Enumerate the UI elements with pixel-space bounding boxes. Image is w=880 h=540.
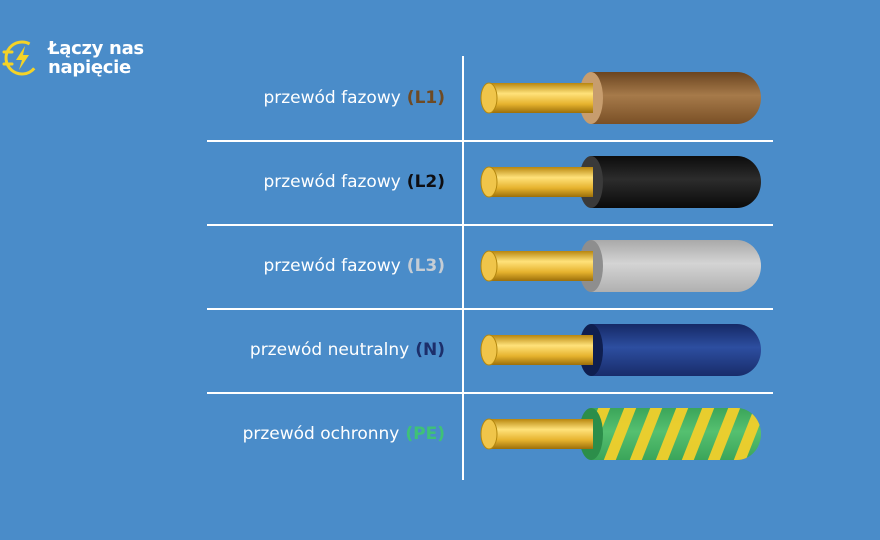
wire-insulation [591,156,761,208]
wire-conductor-tip [480,334,498,366]
wire-code: (N) [415,340,445,360]
wire-row-l2: przewód fazowy (L2) [207,140,773,224]
wire-code: (L3) [406,256,445,276]
wire-label: przewód ochronny (PE) [243,392,445,476]
brand-line2: napięcie [48,57,131,78]
wire-row-pe: przewód ochronny (PE) [207,392,773,476]
wire-code: (L1) [406,88,445,108]
wire-conductor [489,335,593,365]
wire-label-text: przewód fazowy [263,256,401,276]
wire-illustration [480,156,761,208]
wire-conductor [489,83,593,113]
wire-conductor-tip [480,250,498,282]
wire-code: (L2) [406,172,445,192]
row-divider [207,392,773,394]
wire-stripe [603,408,637,460]
wire-stripe [629,408,663,460]
row-divider [207,308,773,310]
wire-conductor [489,251,593,281]
wire-conductor-tip [480,418,498,450]
brand-name: Łączy nas napięcie [48,39,144,77]
wire-stripe [655,408,689,460]
wire-label: przewód fazowy (L1) [263,56,445,140]
brand-line1: Łączy nas [48,38,144,59]
wire-illustration [480,72,761,124]
wire-label-text: przewód fazowy [263,88,401,108]
wire-conductor [489,419,593,449]
wire-insulation [591,324,761,376]
plug-lightning-icon [2,40,40,76]
wire-label-text: przewód fazowy [263,172,401,192]
wire-color-table: przewód fazowy (L1) przewód fazowy (L2) … [207,56,773,480]
wire-label: przewód neutralny (N) [250,308,445,392]
wire-row-l1: przewód fazowy (L1) [207,56,773,140]
wire-insulation [591,240,761,292]
brand-logo: Łączy nas napięcie [2,38,144,78]
wire-row-l3: przewód fazowy (L3) [207,224,773,308]
row-divider [207,140,773,142]
row-divider [207,224,773,226]
wire-code: (PE) [405,424,445,444]
wire-stripe [707,408,741,460]
wire-label: przewód fazowy (L2) [263,140,445,224]
wire-insulation [591,72,761,124]
wire-conductor [489,167,593,197]
wire-label-text: przewód ochronny [242,424,400,444]
column-divider [462,56,464,480]
wire-illustration [480,324,761,376]
wire-stripe [681,408,715,460]
wire-illustration [480,408,761,460]
wire-conductor-tip [480,166,498,198]
wire-conductor-tip [480,82,498,114]
wire-row-n: przewód neutralny (N) [207,308,773,392]
wire-label: przewód fazowy (L3) [263,224,445,308]
wire-illustration [480,240,761,292]
wire-label-text: przewód neutralny [249,340,410,360]
